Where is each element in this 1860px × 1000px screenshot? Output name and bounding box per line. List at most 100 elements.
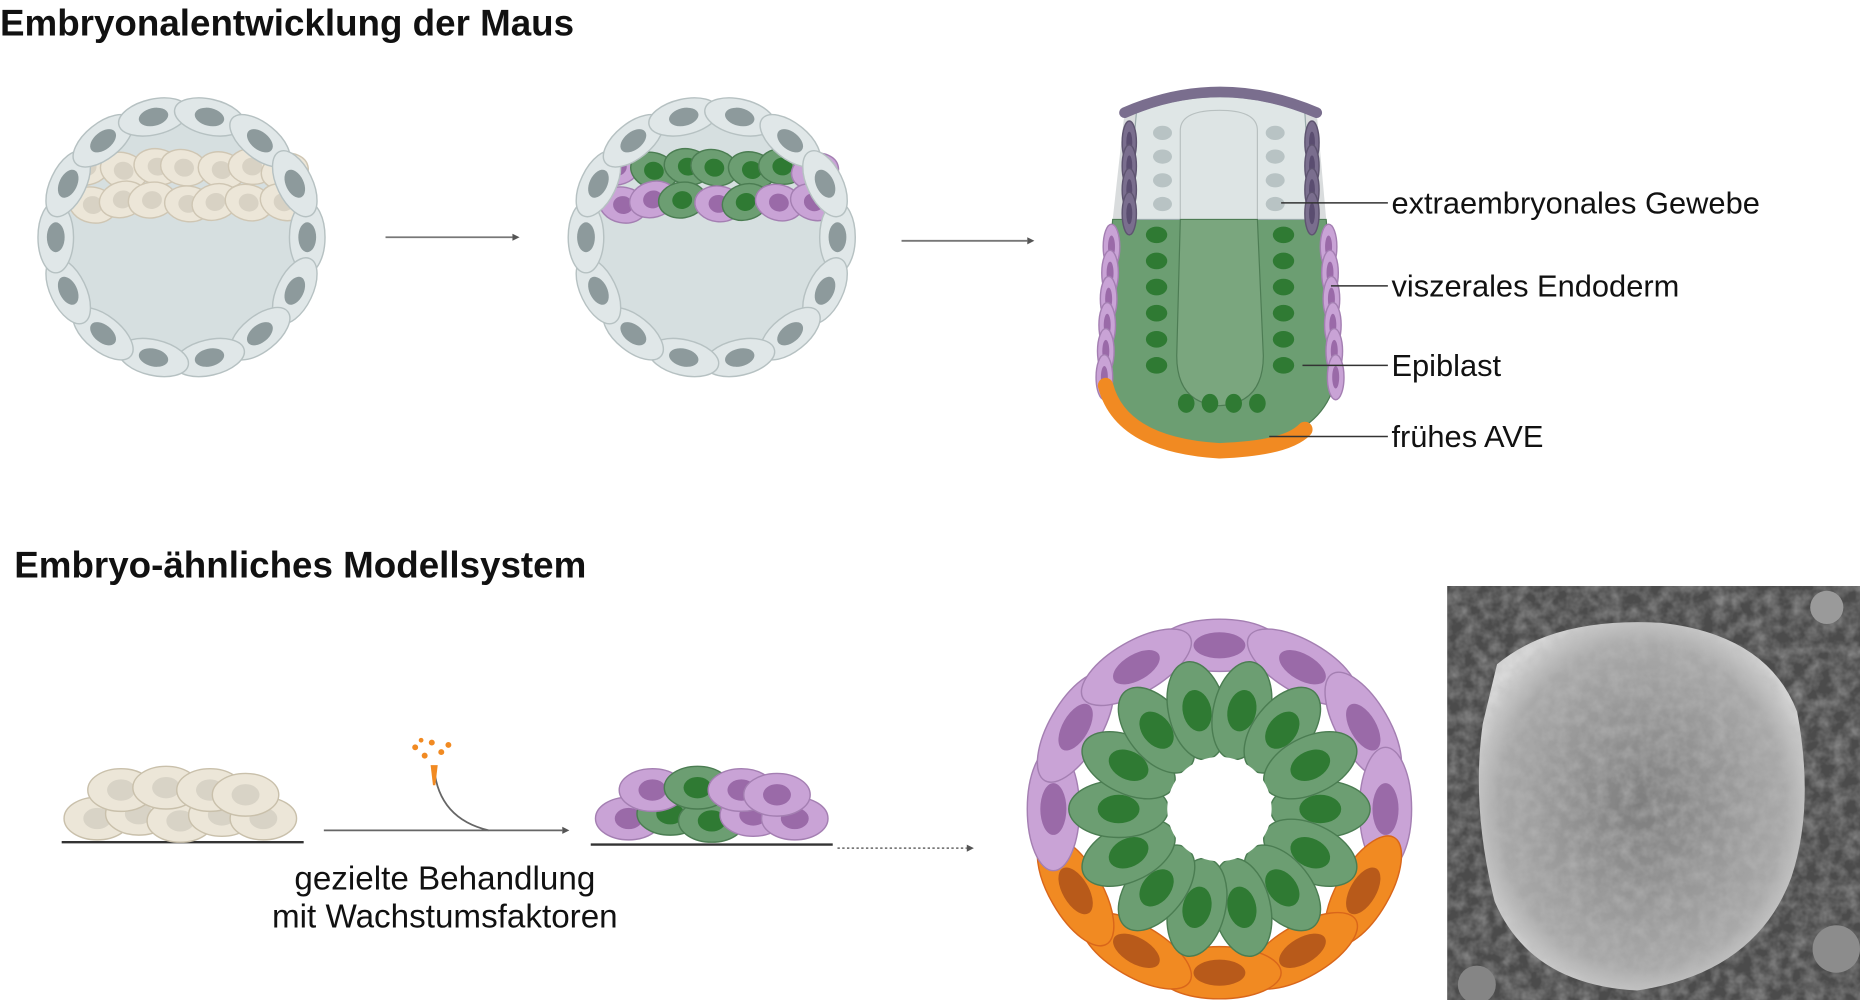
dotted-arrow (837, 844, 974, 852)
cell-nucleus (298, 222, 317, 253)
arrow-2 (901, 237, 1035, 245)
cell-nucleus (246, 129, 273, 153)
cell-nucleus (763, 784, 791, 806)
cell-nucleus (704, 158, 725, 177)
cell-nucleus (1097, 794, 1140, 824)
cell-nucleus (1290, 837, 1331, 869)
epiblast-nucleus (1272, 226, 1295, 244)
cell-nucleus (828, 222, 847, 253)
cell-nucleus (1108, 837, 1149, 869)
cell-nucleus (211, 161, 232, 180)
cell-nucleus (57, 276, 79, 305)
cell-nucleus (246, 322, 273, 346)
embryo-like-structure (1026, 618, 1413, 1000)
cell-nucleus (814, 276, 836, 305)
cell-nucleus (697, 810, 726, 832)
cell-nucleus (1058, 703, 1093, 751)
cell-nucleus (1308, 202, 1315, 225)
cell-nucleus (166, 810, 195, 832)
cell-nucleus (644, 161, 664, 180)
cell-nucleus (1279, 933, 1326, 968)
lumen (1167, 756, 1272, 862)
extraembryonic-nucleus (1153, 173, 1172, 188)
cell-nucleus (107, 779, 135, 801)
epiblast-nucleus (1145, 226, 1168, 244)
label-epiblast: Epiblast (1391, 348, 1501, 383)
extraembryonic-nucleus (1265, 196, 1285, 212)
cell-nucleus (1108, 749, 1149, 781)
cell-nucleus (683, 776, 712, 799)
top-title: Embryonalentwicklung der Maus (0, 3, 574, 44)
epiblast-nucleus (1272, 330, 1295, 348)
cell-nucleus (1126, 202, 1133, 225)
cell-nucleus (1332, 365, 1340, 389)
cell-nucleus (1139, 869, 1174, 907)
microscope-image (1447, 586, 1860, 1000)
epiblast-nucleus (1249, 393, 1266, 413)
cell-nucleus (138, 348, 169, 367)
epiblast-nucleus (1177, 393, 1195, 413)
cell-nucleus (242, 157, 263, 176)
extraembryonic-nucleus (1153, 125, 1172, 140)
late-blastocyst (567, 97, 856, 378)
cell-nucleus (1299, 794, 1342, 824)
label-visceral-endoderm: viszerales Endoderm (1391, 269, 1679, 304)
cell-nucleus (1040, 783, 1067, 835)
stem-cell-cluster (61, 765, 304, 844)
cell-nucleus (814, 169, 836, 198)
cell-nucleus (152, 776, 181, 799)
cell-nucleus (138, 107, 169, 127)
cell-nucleus (1113, 933, 1160, 968)
cell-nucleus (82, 196, 103, 214)
cell-nucleus (638, 779, 667, 801)
cell-nucleus (83, 807, 112, 830)
cell-nucleus (284, 169, 306, 198)
cell-nucleus (1139, 711, 1174, 749)
cell-nucleus (735, 192, 756, 211)
cell-nucleus (1058, 867, 1093, 915)
cell-nucleus (1182, 690, 1212, 732)
treated-cluster (590, 765, 833, 846)
cell-nucleus (1227, 886, 1257, 928)
extraembryonic-nucleus (1153, 149, 1172, 164)
cell-nucleus (620, 322, 647, 346)
cell-nucleus (112, 190, 133, 209)
cell-nucleus (1372, 783, 1399, 835)
cell-nucleus (672, 191, 693, 209)
cell-nucleus (769, 193, 789, 212)
cell-nucleus (1193, 959, 1246, 986)
cell-nucleus (238, 193, 259, 212)
cell-nucleus (1265, 869, 1300, 907)
epiblast-nucleus (1145, 252, 1168, 270)
cell-nucleus (1193, 632, 1246, 659)
cell-nucleus (1279, 650, 1326, 685)
cell-nucleus (113, 161, 134, 180)
cell-nucleus (588, 169, 609, 198)
cell-nucleus (1113, 650, 1160, 685)
cell-nucleus (205, 192, 226, 211)
cell-nucleus (577, 222, 595, 253)
epiblast-nucleus (1272, 357, 1295, 374)
epiblast-nucleus (1145, 304, 1168, 322)
cell-nucleus (194, 107, 225, 127)
cell-nucleus (90, 129, 117, 153)
cell-nucleus (669, 107, 699, 127)
cell-nucleus (669, 348, 699, 367)
arrow-1 (385, 233, 520, 241)
growth-factor-dots-icon (412, 737, 452, 759)
epiblast-nucleus (1201, 393, 1219, 413)
epiblast-nucleus (1272, 304, 1295, 322)
cell-nucleus (90, 322, 117, 346)
caption-line-2: mit Wachstumsfaktoren (272, 899, 618, 936)
early-blastocyst (37, 97, 326, 378)
cell-nucleus (1290, 749, 1331, 781)
leader-lines (1269, 202, 1388, 438)
cell-nucleus (725, 107, 755, 127)
cell-nucleus (614, 807, 643, 830)
label-extraembryonic-tissue: extraembryonales Gewebe (1391, 186, 1759, 221)
extraembryonic-nucleus (1265, 149, 1285, 164)
cell-nucleus (284, 276, 306, 305)
cell-nucleus (174, 158, 195, 177)
cell-nucleus (772, 157, 793, 176)
